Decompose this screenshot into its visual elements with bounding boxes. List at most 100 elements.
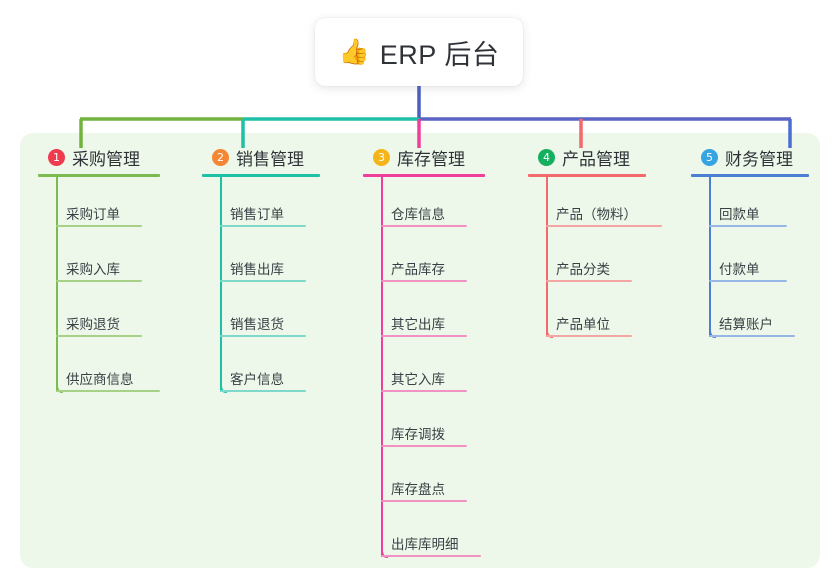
branch-child-item[interactable]: 销售出库: [202, 232, 352, 287]
child-connector-stem: [381, 177, 383, 227]
branch-underline: [202, 174, 320, 177]
branch-child-item[interactable]: 产品（物料）: [528, 177, 678, 232]
branch-underline: [38, 174, 160, 177]
branch-child-item[interactable]: 产品单位: [528, 287, 678, 342]
child-underline: [381, 335, 467, 337]
child-underline: [546, 280, 632, 282]
branch-child-item[interactable]: 其它出库: [363, 287, 513, 342]
child-underline: [381, 500, 467, 502]
branch-underline: [363, 174, 485, 177]
child-label: 仓库信息: [391, 207, 445, 222]
branch-child-item[interactable]: 出库库明细: [363, 507, 513, 562]
child-underline: [546, 225, 662, 227]
child-connector-stem: [220, 287, 222, 337]
branch-underline: [528, 174, 646, 177]
root-node-title: ERP 后台: [379, 39, 500, 70]
branch-child-item[interactable]: 结算账户: [691, 287, 821, 342]
child-underline: [546, 335, 632, 337]
branch-child-item[interactable]: 回款单: [691, 177, 821, 232]
child-connector-stem: [381, 342, 383, 392]
branch-children: 产品（物料） 产品分类产品单位: [528, 177, 678, 342]
branch-header[interactable]: 2 销售管理: [202, 144, 352, 170]
branch-child-item[interactable]: 客户信息: [202, 342, 352, 397]
branch-child-item[interactable]: 采购入库: [38, 232, 188, 287]
branch-child-item[interactable]: 其它入库: [363, 342, 513, 397]
branch-children: 销售订单销售出库销售退货客户信息: [202, 177, 352, 397]
child-underline: [709, 225, 787, 227]
child-underline: [56, 335, 142, 337]
branch-number-badge: 4: [538, 148, 555, 166]
child-connector-stem: [381, 397, 383, 447]
child-connector-stem: [56, 177, 58, 227]
child-underline: [709, 280, 787, 282]
branch-title: 财务管理: [725, 149, 793, 169]
branch-children: 仓库信息产品库存其它出库其它入库库存调拨库存盘点出库库明细: [363, 177, 513, 562]
branch-child-item[interactable]: 仓库信息: [363, 177, 513, 232]
branch-number-badge: 3: [373, 148, 390, 166]
branch-column: 4 产品管理产品（物料） 产品分类产品单位: [528, 144, 678, 342]
child-label: 供应商信息: [66, 372, 134, 387]
child-connector-stem: [546, 232, 548, 282]
child-underline: [56, 390, 160, 392]
child-connector-stem: [220, 177, 222, 227]
branch-child-item[interactable]: 销售订单: [202, 177, 352, 232]
child-label: 产品（物料）: [556, 207, 637, 222]
child-connector-stem: [381, 507, 383, 557]
child-underline: [220, 335, 306, 337]
child-underline: [56, 225, 142, 227]
root-node[interactable]: 👍 ERP 后台: [315, 18, 523, 86]
child-label: 其它出库: [391, 317, 445, 332]
child-connector-stem: [709, 232, 711, 282]
branch-children: 采购订单采购入库采购退货供应商信息: [38, 177, 188, 397]
child-underline: [220, 390, 306, 392]
branch-child-item[interactable]: 产品分类: [528, 232, 678, 287]
child-underline: [381, 555, 481, 557]
child-label: 库存调拨: [391, 427, 445, 442]
child-connector-stem: [220, 232, 222, 282]
child-underline: [220, 225, 306, 227]
child-label: 库存盘点: [391, 482, 445, 497]
branch-child-item[interactable]: 采购退货: [38, 287, 188, 342]
child-underline: [220, 280, 306, 282]
child-underline: [56, 280, 142, 282]
child-underline: [381, 280, 467, 282]
child-underline: [381, 225, 467, 227]
branch-header[interactable]: 4 产品管理: [528, 144, 678, 170]
child-connector-stem: [546, 287, 548, 337]
branch-title: 产品管理: [562, 149, 630, 169]
child-label: 销售订单: [230, 207, 284, 222]
branch-number-badge: 5: [701, 148, 718, 166]
child-label: 产品库存: [391, 262, 445, 277]
branch-child-item[interactable]: 销售退货: [202, 287, 352, 342]
child-label: 付款单: [719, 262, 760, 277]
child-connector-stem: [56, 287, 58, 337]
child-label: 采购订单: [66, 207, 120, 222]
child-label: 采购入库: [66, 262, 120, 277]
branch-column: 2 销售管理销售订单销售出库销售退货客户信息: [202, 144, 352, 397]
child-underline: [381, 445, 467, 447]
branch-title: 销售管理: [236, 149, 304, 169]
child-label: 客户信息: [230, 372, 284, 387]
branch-child-item[interactable]: 库存调拨: [363, 397, 513, 452]
child-label: 其它入库: [391, 372, 445, 387]
branch-child-item[interactable]: 库存盘点: [363, 452, 513, 507]
child-connector-stem: [381, 232, 383, 282]
branch-header[interactable]: 5 财务管理: [691, 144, 821, 170]
child-connector-stem: [381, 287, 383, 337]
child-label: 结算账户: [719, 317, 773, 332]
branch-title: 采购管理: [72, 149, 140, 169]
branch-child-item[interactable]: 供应商信息: [38, 342, 188, 397]
child-connector-stem: [546, 177, 548, 227]
branch-number-badge: 2: [212, 148, 229, 166]
branch-child-item[interactable]: 付款单: [691, 232, 821, 287]
branch-child-item[interactable]: 采购订单: [38, 177, 188, 232]
branches-panel: [20, 133, 820, 568]
child-label: 销售退货: [230, 317, 284, 332]
branch-column: 5 财务管理回款单付款单结算账户: [691, 144, 821, 342]
branch-child-item[interactable]: 产品库存: [363, 232, 513, 287]
